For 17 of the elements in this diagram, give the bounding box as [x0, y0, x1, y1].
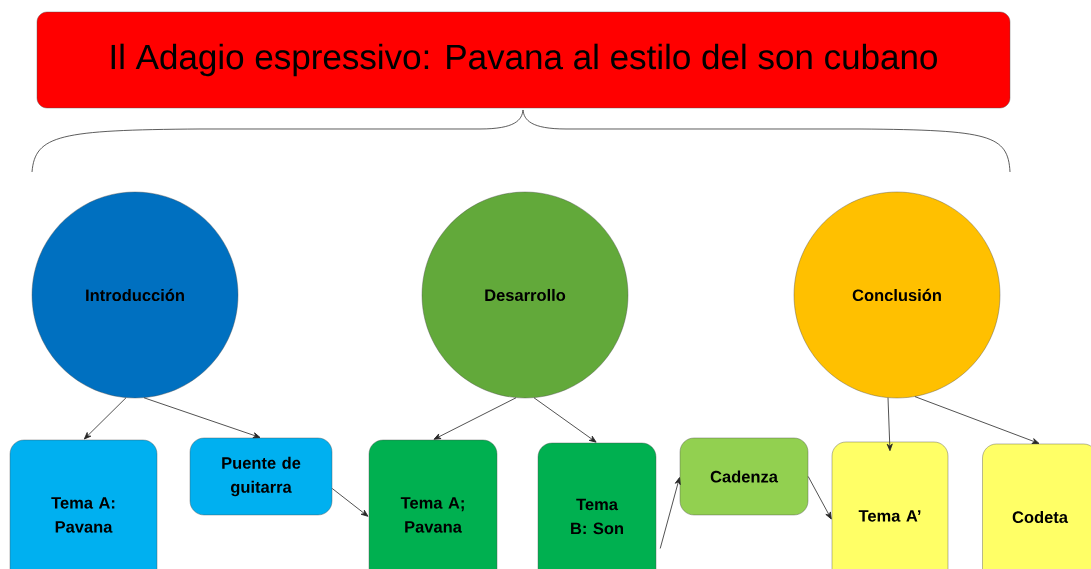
part-box: Tema A’: [831, 441, 949, 569]
part-box: Puente de guitarra: [189, 437, 333, 516]
part-box: Codeta: [982, 443, 1091, 569]
part-box: Tema A; Pavana: [368, 439, 498, 569]
arrow: [143, 397, 261, 439]
arrow: [807, 476, 832, 520]
part-box: Tema A: Pavana: [9, 439, 158, 569]
arrow: [533, 397, 597, 443]
arrow: [331, 488, 369, 517]
arrow: [886, 397, 893, 452]
arrow: [433, 397, 517, 440]
arrow: [659, 477, 681, 549]
title-banner: Il Adagio espressivo: Pavana al estilo del son cubano: [36, 11, 1011, 109]
part-box: Tema B: Son: [537, 442, 657, 569]
arrow: [914, 396, 1040, 444]
part-box: Cadenza: [679, 437, 809, 516]
arrow: [83, 397, 127, 440]
